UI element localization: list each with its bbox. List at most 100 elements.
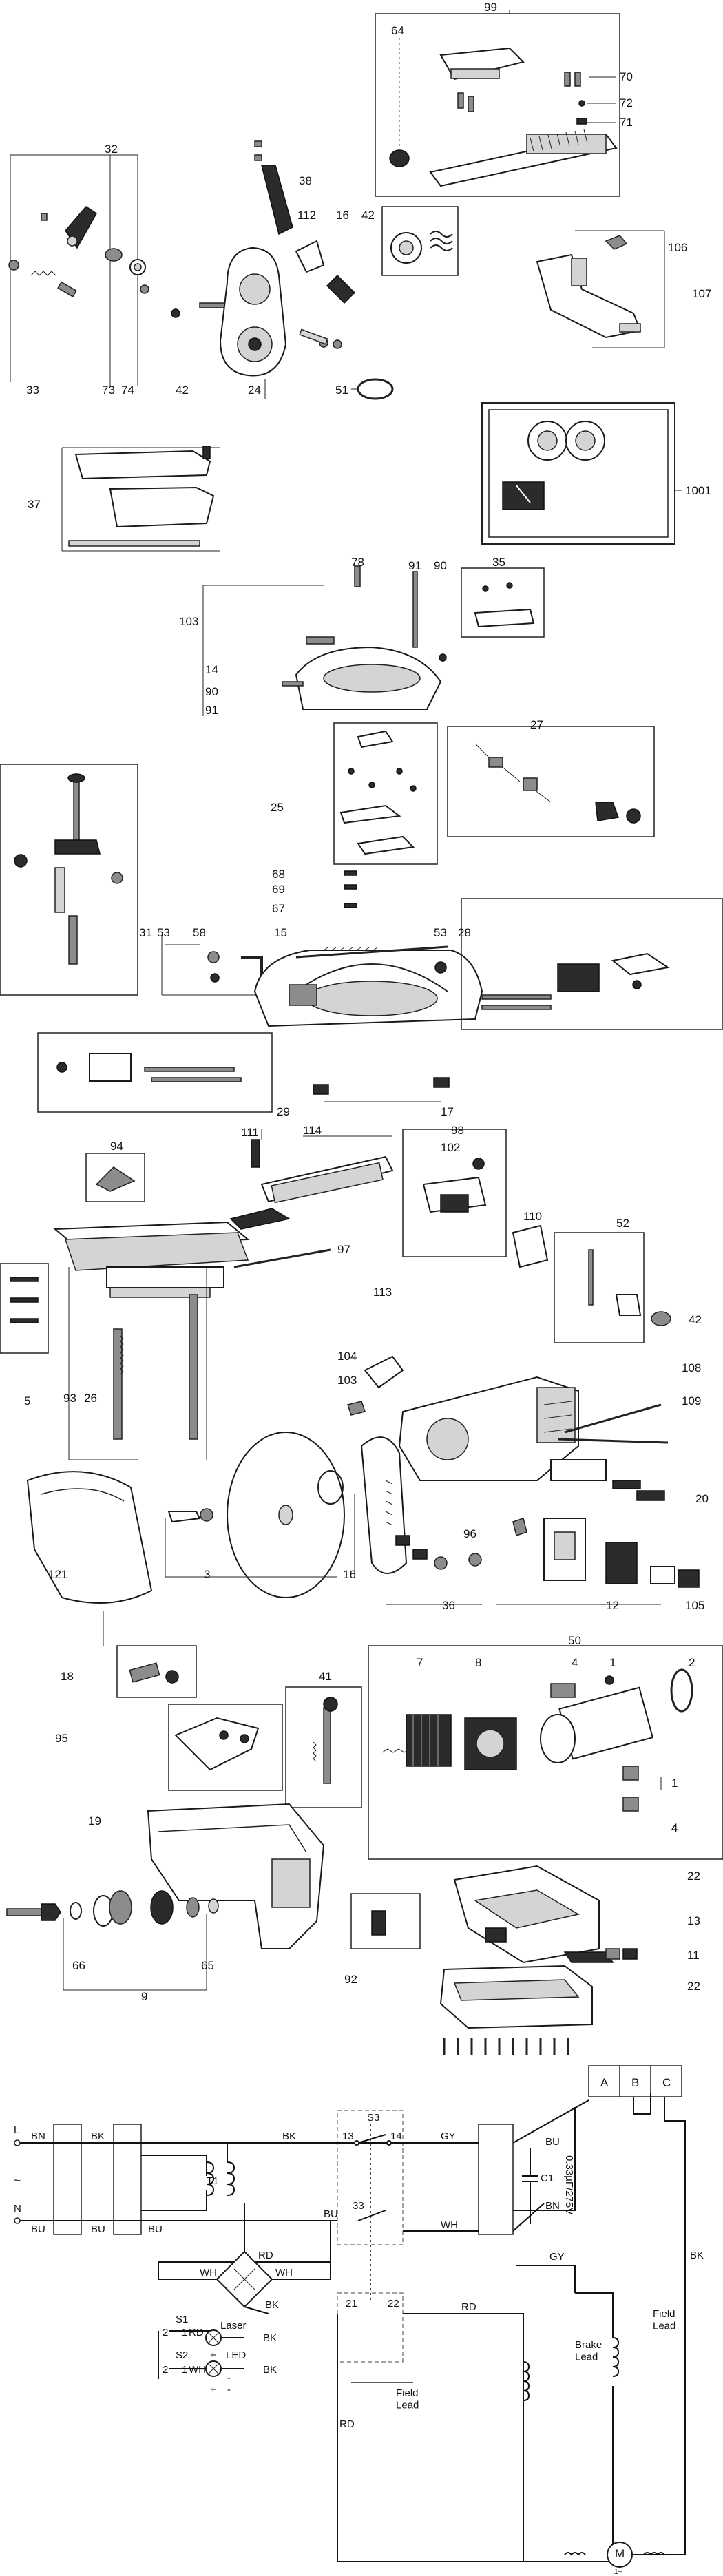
wire-rd-low: RD <box>339 2418 355 2430</box>
pin-22: 22 <box>388 2298 399 2310</box>
clamp-assembly-29 <box>37 1032 273 1113</box>
callout-labels: 99 64 70 72 71 32 38 112 16 42 106 107 3… <box>24 1 711 2003</box>
wire-wh-left: WH <box>200 2267 217 2279</box>
line-l: L <box>14 2124 19 2136</box>
callout-96: 96 <box>463 1527 476 1540</box>
wire-bu-in: BU <box>31 2223 45 2235</box>
capacitor-value: 0.33µF/275V <box>563 2155 575 2214</box>
lower-guard-121 <box>26 1471 153 1646</box>
ac-symbol: ~ <box>14 2174 21 2187</box>
callout-93: 93 <box>63 1392 76 1405</box>
callout-109: 109 <box>682 1394 701 1407</box>
callout-13: 13 <box>687 1914 700 1927</box>
callout-105: 105 <box>685 1599 704 1612</box>
callout-121: 121 <box>48 1568 67 1581</box>
callout-67: 67 <box>272 902 285 915</box>
wire-bu-t: BU <box>324 2208 338 2220</box>
callout-16-top: 16 <box>336 209 349 222</box>
motor-support-19 <box>147 1803 325 1949</box>
callout-26: 26 <box>84 1392 97 1405</box>
wire-bk-laser: BK <box>263 2332 277 2344</box>
callout-91-lower: 91 <box>205 704 218 717</box>
line-n: N <box>14 2203 21 2214</box>
callout-15: 15 <box>274 926 287 939</box>
callout-7: 7 <box>417 1656 423 1669</box>
schematic-labels: A B C L N ~ BN BU BK BU BK BU S3 13 14 G… <box>14 2076 704 2576</box>
wire-bn-in: BN <box>31 2130 45 2142</box>
s1-pin-1: 1 <box>182 2327 187 2338</box>
wire-rd-mid: RD <box>461 2301 476 2313</box>
callout-90-lower: 90 <box>205 685 218 698</box>
callout-12: 12 <box>606 1599 619 1612</box>
wire-bn-2: BN <box>545 2200 560 2212</box>
callout-94: 94 <box>110 1140 123 1153</box>
callout-1-lower: 1 <box>671 1777 678 1790</box>
pin-21: 21 <box>346 2298 357 2310</box>
hardware-68-69-67 <box>344 870 357 908</box>
base-turntable-15 <box>253 945 483 1027</box>
laser-label: Laser <box>220 2320 247 2332</box>
callout-91-top: 91 <box>408 559 421 572</box>
clamp-bracket-98 <box>402 1129 507 1257</box>
top-rail-assembly <box>375 10 620 197</box>
saw-blade-3 <box>165 1432 345 1598</box>
callout-9: 9 <box>141 1990 147 2003</box>
motor-housing-arm <box>398 1376 669 1501</box>
spring-assembly <box>381 206 459 276</box>
bracket-92 <box>350 1893 421 1949</box>
callout-24: 24 <box>248 384 261 397</box>
foot-pads-17 <box>313 1077 450 1102</box>
callout-42-spring: 42 <box>362 209 375 222</box>
bracket-110 <box>512 1224 549 1268</box>
label-plate-1001 <box>481 402 682 545</box>
terminal-b: B <box>631 2076 639 2089</box>
wire-wh-right: WH <box>275 2267 293 2279</box>
callout-52: 52 <box>616 1217 629 1230</box>
turntable-lock-assembly <box>202 565 447 716</box>
callout-53-right: 53 <box>434 926 447 939</box>
wire-bk-1: BK <box>91 2130 105 2142</box>
motor-assembly-50 <box>368 1645 723 1860</box>
wire-bk-2: BK <box>282 2130 296 2142</box>
switch-s2: S2 <box>176 2349 188 2361</box>
spindle-lock-41 <box>285 1686 362 1808</box>
flange-16 <box>317 1436 408 1574</box>
support-frame-93-26 <box>68 1266 224 1460</box>
arm-assembly-52 <box>554 1232 671 1343</box>
switch-s3: S3 <box>367 2112 379 2124</box>
callout-33: 33 <box>26 384 39 397</box>
capacitor-c1: C1 <box>541 2172 554 2184</box>
upper-guard-104-103 <box>347 1355 404 1416</box>
wiring-schematic <box>14 2065 686 2568</box>
callout-73: 73 <box>102 384 115 397</box>
callout-92: 92 <box>344 1973 357 1986</box>
callout-2: 2 <box>689 1656 695 1669</box>
callout-95: 95 <box>55 1732 68 1745</box>
callout-90-top: 90 <box>434 559 447 572</box>
wire-rd-top: RD <box>258 2250 273 2261</box>
pin-14: 14 <box>390 2130 402 2142</box>
callout-72: 72 <box>620 96 633 109</box>
bracket-assembly-25 <box>333 722 438 865</box>
callout-51: 51 <box>335 384 348 397</box>
callout-4-upper: 4 <box>572 1656 578 1669</box>
callout-41: 41 <box>319 1670 332 1683</box>
callout-3: 3 <box>204 1568 210 1581</box>
s1-pin-2: 2 <box>163 2327 168 2338</box>
callout-65: 65 <box>201 1959 214 1972</box>
callout-68: 68 <box>272 868 285 881</box>
switch-parts-36-12-105 <box>386 1518 700 1605</box>
callout-58: 58 <box>193 926 206 939</box>
callout-36: 36 <box>442 1599 455 1612</box>
callout-64: 64 <box>391 24 404 37</box>
callout-22-upper: 22 <box>687 1870 700 1883</box>
motor-sub: 1~ <box>614 2568 622 2576</box>
depth-stop-assembly-31 <box>0 764 138 996</box>
table-insert-97 <box>53 1221 331 1271</box>
callout-66: 66 <box>72 1959 85 1972</box>
pin-13: 13 <box>342 2130 354 2142</box>
callout-18: 18 <box>61 1670 74 1683</box>
fence-assembly-114 <box>229 1129 394 1230</box>
